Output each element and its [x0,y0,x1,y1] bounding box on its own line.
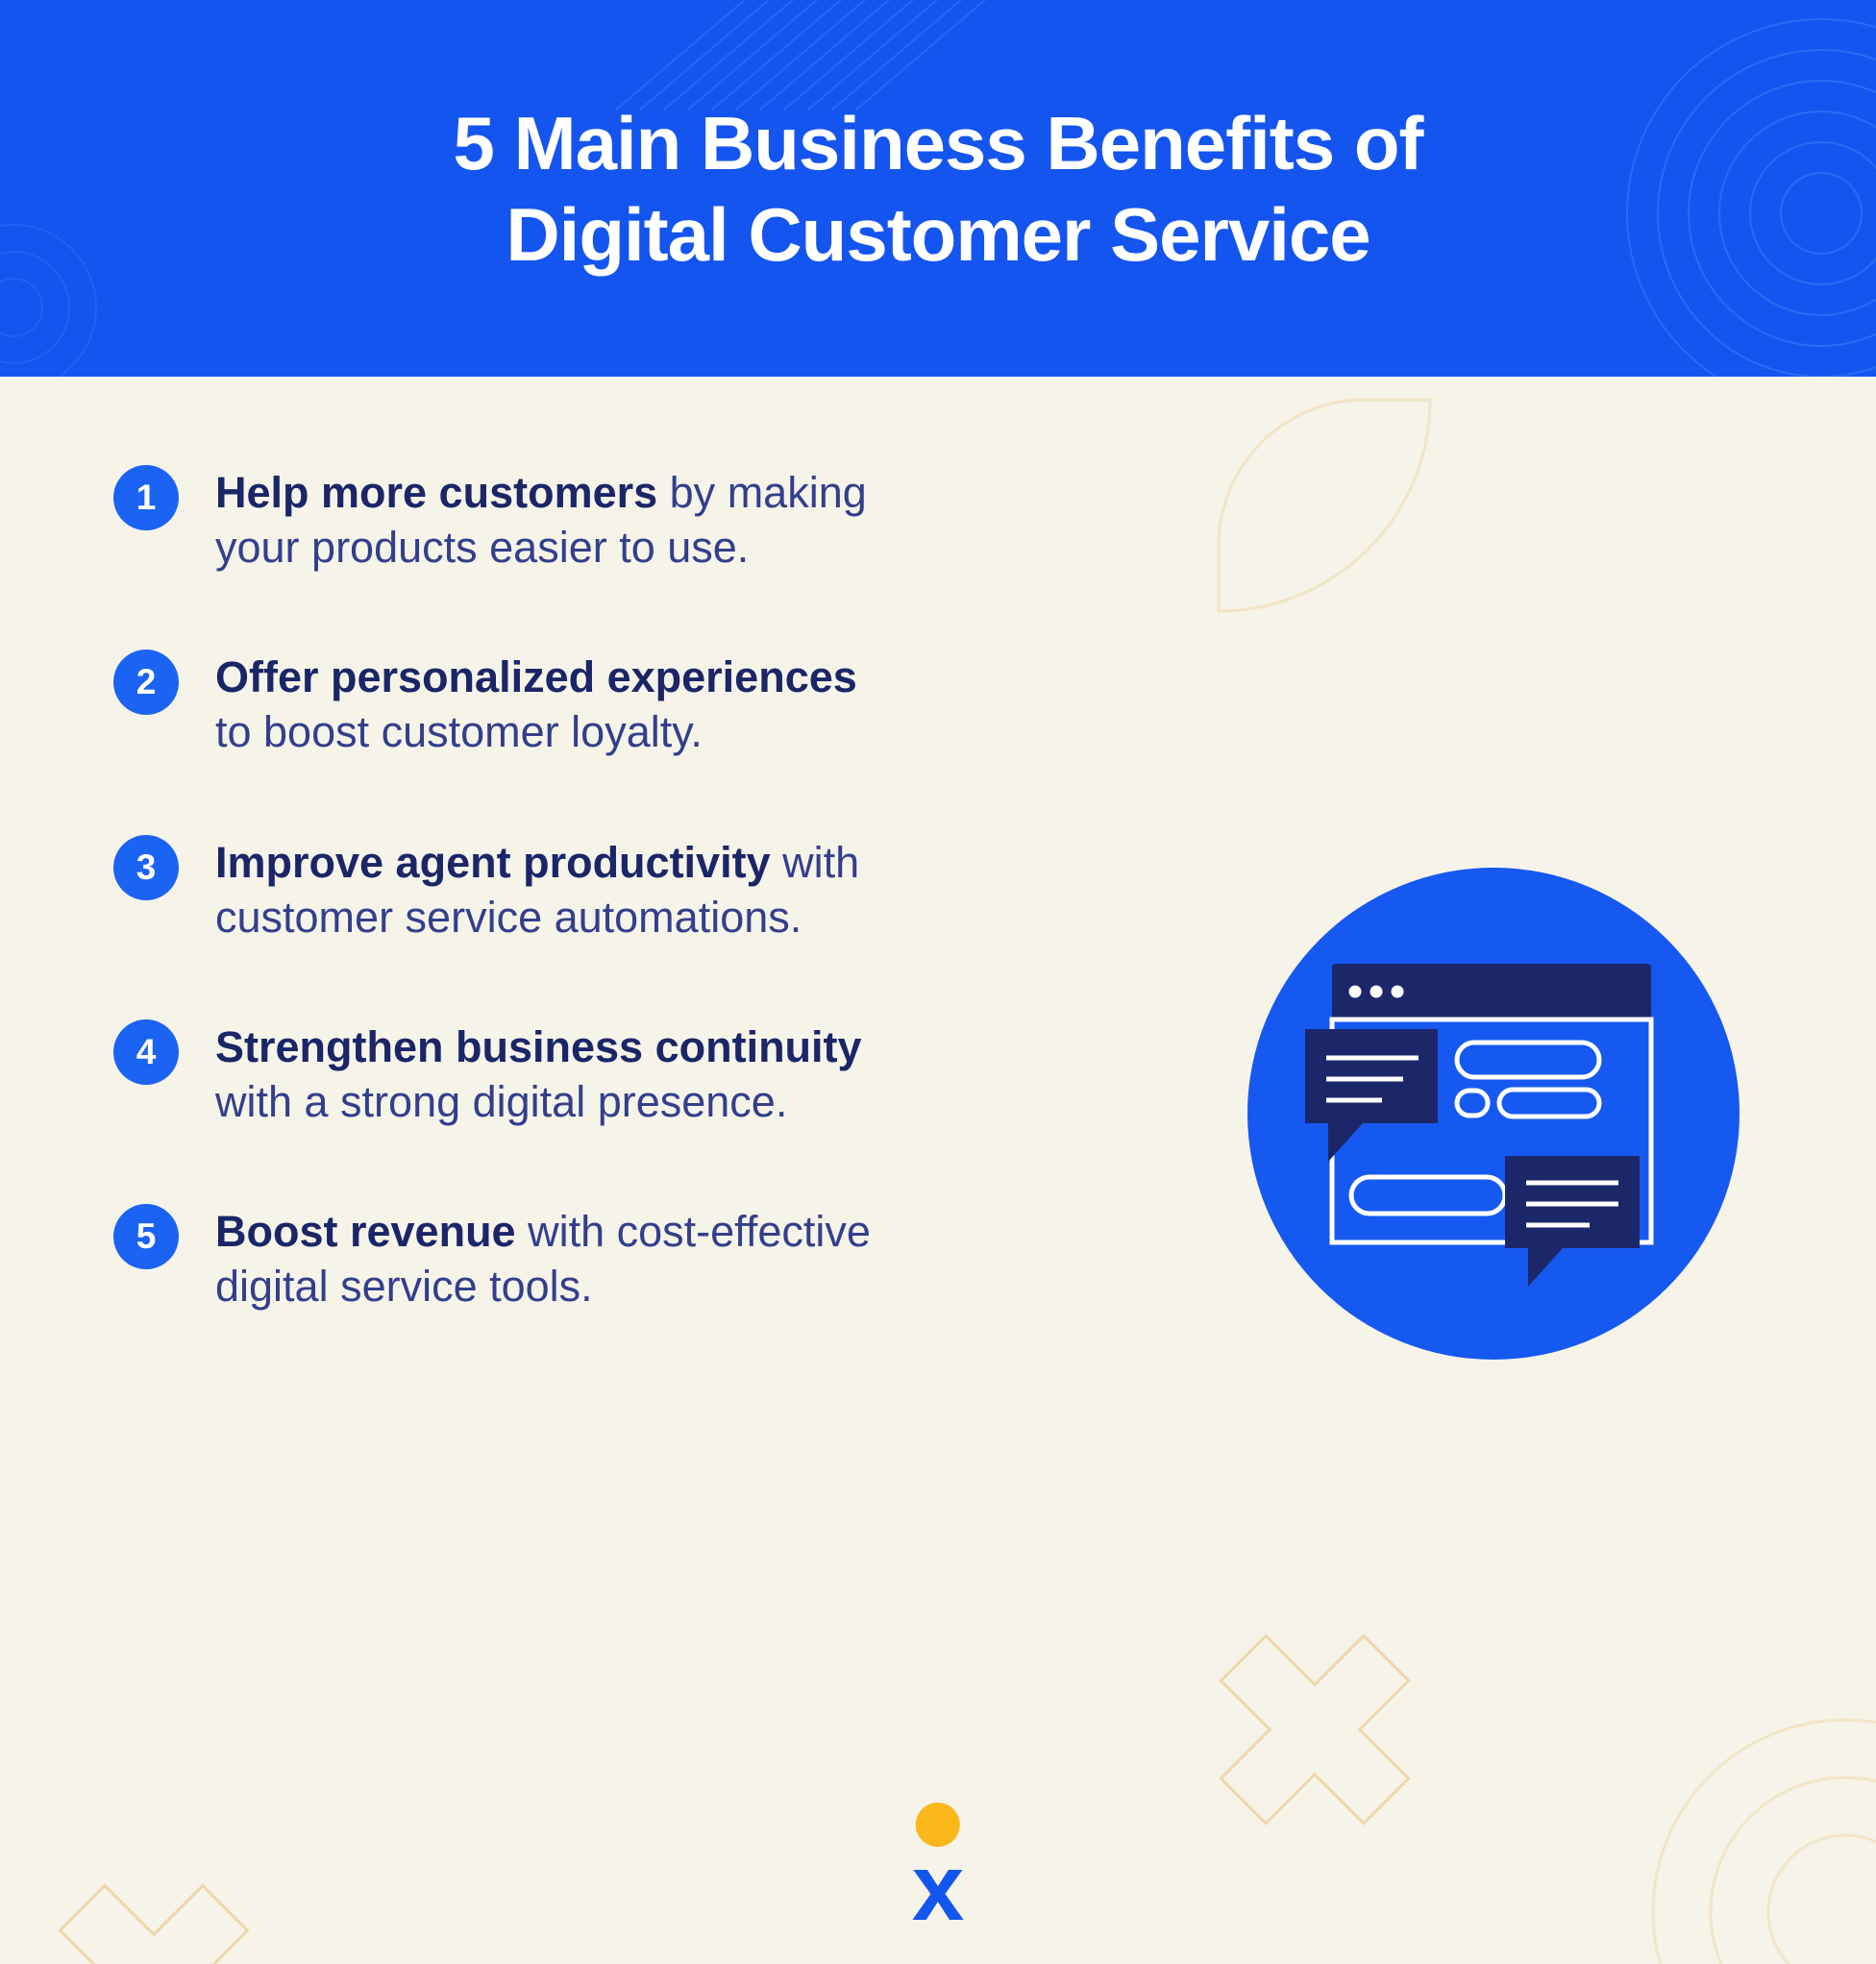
benefit-bold-2: Offer personalized experiences [215,652,857,702]
benefit-rest-3: with [770,837,860,887]
benefit-rest-5: with cost-effective [515,1207,871,1257]
benefit-bold-1: Help more customers [215,468,658,517]
number-badge-4: 4 [113,1019,179,1085]
number-badge-2: 2 [113,650,179,716]
page-title-line1: 5 Main Business Benefits of [453,101,1424,185]
benefit-text-1: Help more customers by making your produc… [215,465,867,575]
logo-yellow-dot [915,1802,960,1847]
chat-bubble-left [1305,1029,1438,1162]
benefit-line2-1: your products easier to use. [215,523,750,573]
benefit-line2-3: customer service automations. [215,892,802,942]
header-banner: 5 Main Business Benefits of Digital Cust… [0,0,1876,377]
browser-chat-illustration [1247,868,1740,1360]
benefit-bold-3: Improve agent productivity [215,837,771,887]
logo-x-mark: x [911,1833,965,1940]
benefit-rest-1: by making [657,468,867,517]
number-badge-3: 3 [113,834,179,900]
benefit-line2-2: to boost customer loyalty. [215,707,703,757]
list-item-1: 1 Help more customers by making your prod… [113,465,978,575]
number-badge-5: 5 [113,1204,179,1270]
browser-header-bar [1332,964,1651,1019]
benefit-bold-5: Boost revenue [215,1207,516,1257]
page-title: 5 Main Business Benefits of Digital Cust… [0,0,1876,281]
benefit-bold-4: Strengthen business continuity [215,1021,862,1071]
benefit-line2-4: with a strong digital presence. [215,1076,788,1126]
benefit-line2-5: digital service tools. [215,1262,593,1312]
chat-bubble-right [1505,1156,1640,1287]
number-badge-1: 1 [113,465,179,530]
nextiva-x-logo: x [911,1802,965,1940]
page-title-line2: Digital Customer Service [506,192,1370,278]
benefits-list: 1 Help more customers by making your prod… [113,465,978,1313]
